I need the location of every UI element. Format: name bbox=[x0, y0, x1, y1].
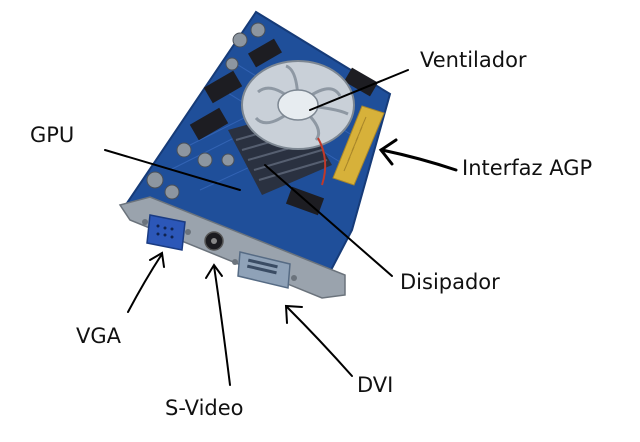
dvi-pins bbox=[246, 258, 278, 275]
interfaz-arrowhead bbox=[378, 138, 398, 166]
agp-contacts bbox=[343, 116, 367, 172]
agp-connector bbox=[332, 105, 385, 186]
vga-arrow bbox=[127, 253, 163, 313]
s-video-port-center bbox=[211, 238, 217, 244]
label-ventilador: Ventilador bbox=[420, 48, 527, 72]
label-vga: VGA bbox=[76, 324, 122, 348]
label-interfaz-agp: Interfaz AGP bbox=[462, 156, 593, 180]
disipador-pointer bbox=[264, 164, 393, 277]
capacitors bbox=[146, 22, 266, 200]
label-dvi: DVI bbox=[357, 373, 394, 397]
bracket-screws bbox=[142, 219, 297, 281]
vga-port bbox=[146, 214, 186, 251]
gpu-pointer bbox=[104, 149, 241, 191]
pointer-lines bbox=[104, 69, 458, 386]
s-video-arrowhead bbox=[205, 263, 223, 279]
label-disipador: Disipador bbox=[400, 270, 500, 294]
s-video-arrow bbox=[213, 265, 231, 386]
fan-hub bbox=[277, 89, 319, 121]
ventilador-pointer bbox=[309, 69, 409, 111]
dvi-arrow bbox=[286, 306, 353, 377]
label-s-video: S-Video bbox=[165, 396, 244, 420]
interfaz-arrow bbox=[380, 148, 458, 172]
dvi-arrowhead bbox=[284, 304, 303, 324]
label-gpu: GPU bbox=[30, 123, 75, 147]
vga-arrowhead bbox=[149, 251, 165, 268]
vga-pins bbox=[156, 224, 174, 239]
fan-cable bbox=[317, 137, 327, 186]
